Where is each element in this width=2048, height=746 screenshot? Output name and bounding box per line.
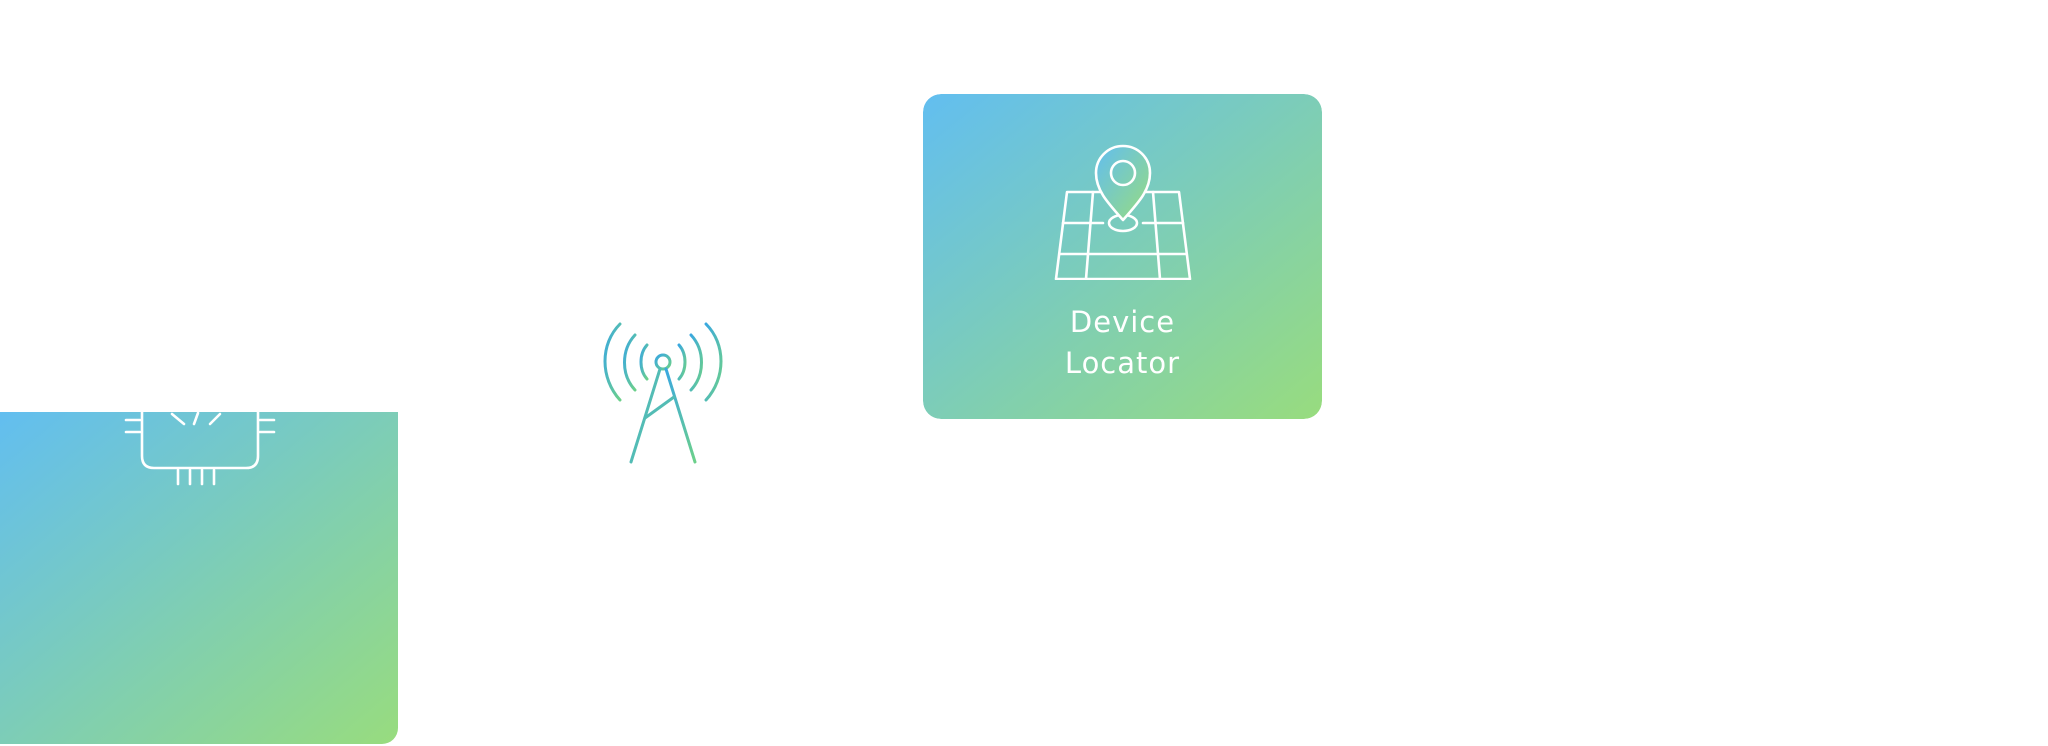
- label-line-2: Locator: [1064, 346, 1181, 380]
- chip-icon-top: [140, 355, 260, 412]
- chip-icon: [124, 412, 276, 486]
- chip-card[interactable]: [0, 412, 398, 744]
- map-pin-icon: [1054, 144, 1192, 280]
- device-locator-card[interactable]: Device Locator: [923, 94, 1322, 419]
- radio-tower-icon: [603, 322, 723, 464]
- card-background: [923, 94, 1322, 419]
- device-locator-label: Device Locator: [923, 302, 1322, 384]
- label-line-1: Device: [1069, 305, 1176, 339]
